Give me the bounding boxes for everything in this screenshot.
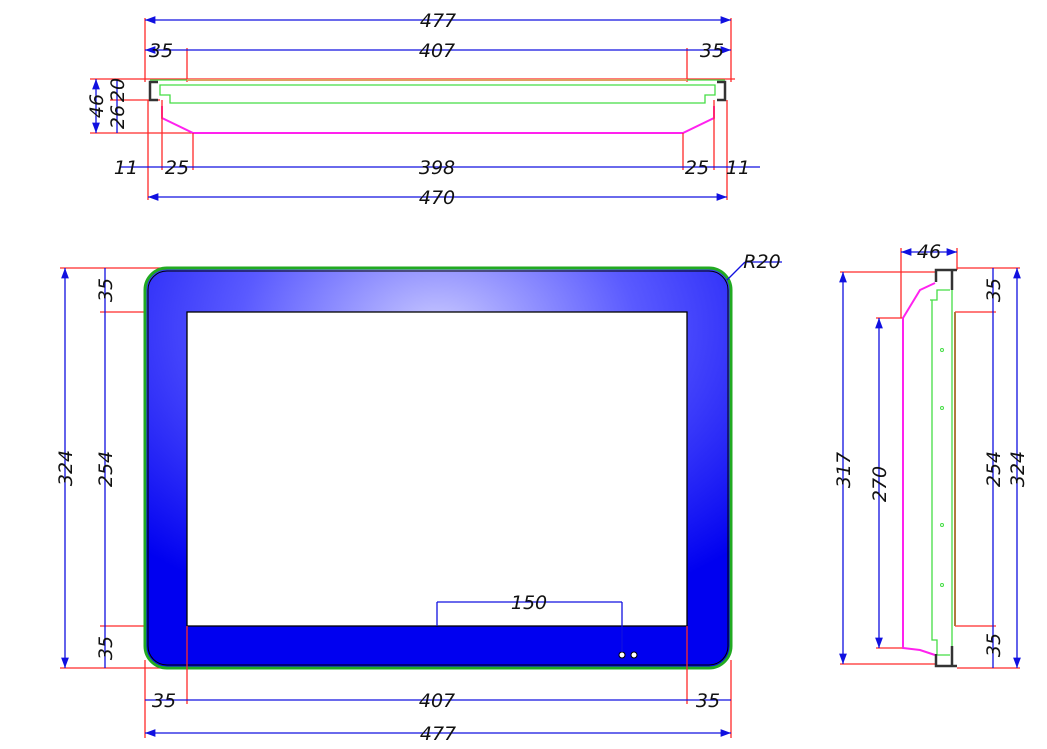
dim-overall-top: 477 — [420, 10, 456, 32]
top-view: 477 35 407 35 46 20 26 11 25 398 25 11 4… — [86, 10, 760, 209]
front-view: R20 324 35 254 35 150 35 407 35 477 — [55, 251, 782, 745]
dim-inner-width: 407 — [419, 690, 455, 712]
dim-right-margin: 35 — [696, 690, 720, 712]
indicator-light — [630, 651, 638, 659]
dim-back-height: 270 — [869, 466, 891, 502]
screen-area — [186, 311, 688, 627]
dim-bottom-margin: 35 — [95, 636, 117, 660]
dim-left-margin: 35 — [152, 690, 176, 712]
dim-depth: 46 — [917, 241, 941, 263]
indicator-light — [618, 651, 626, 659]
dim-corner-radius: R20 — [743, 251, 780, 273]
dim-bezel-depth: 20 — [107, 78, 129, 102]
dim-total-depth: 46 — [86, 94, 108, 118]
dim-bottom-margin: 35 — [983, 633, 1005, 657]
dim-back-width: 398 — [419, 157, 455, 179]
dim-inner-height: 254 — [983, 451, 1005, 487]
dim-right-offset: 11 — [726, 157, 750, 179]
dim-right-margin: 35 — [700, 40, 724, 62]
dim-left-chamfer: 25 — [165, 157, 189, 179]
dim-body-depth: 26 — [107, 105, 129, 129]
dim-inner-width: 407 — [419, 40, 455, 62]
dim-top-margin: 35 — [983, 278, 1005, 302]
dim-inner-height: 254 — [95, 451, 117, 487]
dim-left-margin: 35 — [149, 40, 173, 62]
dim-body-height: 317 — [833, 452, 855, 488]
dim-overall-width: 477 — [420, 723, 456, 745]
dim-top-margin: 35 — [95, 278, 117, 302]
dim-right-chamfer: 25 — [685, 157, 709, 179]
dim-left-offset: 11 — [114, 157, 138, 179]
dim-overall-height: 324 — [1007, 451, 1029, 487]
dim-overall-bottom: 470 — [419, 187, 455, 209]
dim-overall-height: 324 — [55, 450, 77, 486]
side-view: 46 317 270 35 254 324 35 — [833, 241, 1029, 669]
dim-indicator-offset: 150 — [511, 592, 547, 614]
